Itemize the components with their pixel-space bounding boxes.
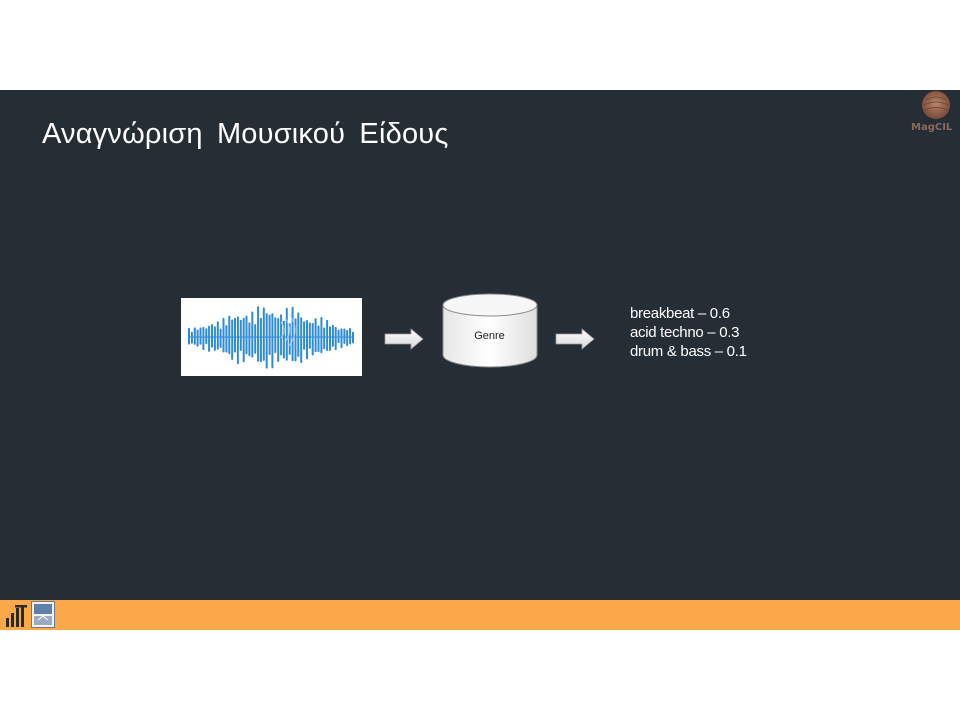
magcil-logo <box>922 91 950 119</box>
genre-results-list: breakbeat – 0.6 acid techno – 0.3 drum &… <box>630 304 747 361</box>
magcil-logo-text: MagCIL <box>911 122 953 133</box>
right-arrow-icon <box>384 328 424 350</box>
right-arrow-icon <box>555 328 595 350</box>
footer-bar <box>0 600 960 630</box>
database-cylinder-icon <box>442 293 538 368</box>
university-logo-icon <box>6 605 27 627</box>
sound-wave-image <box>181 298 362 376</box>
genre-label: Genre <box>474 330 505 342</box>
department-crest-icon <box>31 601 55 628</box>
sound-wave-icon <box>188 306 354 369</box>
result-item: drum & bass – 0.1 <box>630 343 747 360</box>
result-item: acid techno – 0.3 <box>630 324 740 341</box>
slide-title: Αναγνώριση Μουσικού Είδους <box>42 118 449 150</box>
slide-panel: Αναγνώριση Μουσικού Είδους MagCIL <box>0 90 960 600</box>
result-item: breakbeat – 0.6 <box>630 305 730 322</box>
